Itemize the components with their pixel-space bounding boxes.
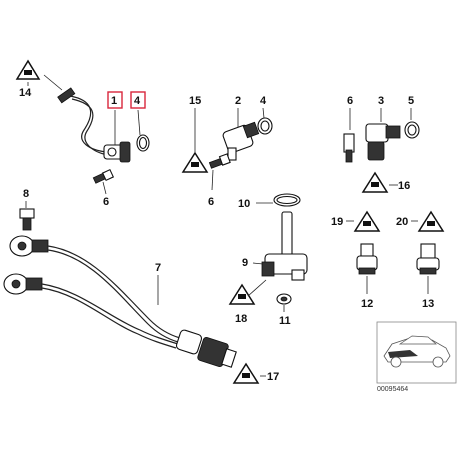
sensor-plug [57, 87, 109, 156]
oil-level-sensor-part-9[interactable] [261, 211, 308, 281]
screw-part-6[interactable] [208, 153, 231, 169]
wiring-harness-part-7[interactable] [41, 245, 237, 368]
label-7: 7 [155, 262, 161, 274]
triangle-icon [353, 210, 381, 232]
label-1: 1 [111, 95, 117, 107]
label-3: 3 [378, 95, 384, 107]
knock-sensor-upper[interactable] [9, 235, 49, 257]
highlight-box [107, 91, 123, 109]
label-13: 13 [422, 298, 434, 310]
seal-ring-part-5[interactable] [404, 121, 420, 139]
label-20: 20 [396, 216, 408, 228]
triangle-icon [232, 362, 260, 384]
label-4b: 4 [260, 95, 267, 107]
seal-ring-part-4[interactable] [257, 117, 273, 135]
label-18: 18 [235, 313, 247, 325]
seal-ring-part-4[interactable] [136, 134, 150, 152]
label-17: 17 [267, 371, 279, 383]
camshaft-sensor-part-3[interactable] [365, 123, 401, 161]
pressure-switch-part-12[interactable] [356, 243, 378, 275]
bolt-part-8[interactable] [19, 208, 35, 231]
triangle-icon [15, 59, 41, 80]
nut-part-11[interactable] [276, 293, 292, 305]
vehicle-thumbnail [376, 321, 457, 384]
label-16: 16 [398, 180, 410, 192]
label-9: 9 [242, 257, 248, 269]
label-11: 11 [279, 315, 291, 327]
o-ring-part-10[interactable] [273, 193, 301, 207]
knock-sensor-lower[interactable] [3, 273, 43, 295]
label-19: 19 [331, 216, 343, 228]
label-14: 14 [19, 87, 32, 99]
triangle-icon [181, 151, 209, 173]
label-4a: 4 [134, 95, 141, 107]
label-15: 15 [189, 95, 201, 107]
label-6b: 6 [208, 196, 214, 208]
crankshaft-sensor-part-2[interactable] [222, 121, 260, 161]
highlight-box [130, 91, 146, 109]
part-number: 00095464 [377, 386, 408, 393]
label-6c: 6 [347, 95, 353, 107]
screw-part-6[interactable] [343, 133, 355, 163]
label-2: 2 [235, 95, 241, 107]
label-8: 8 [23, 188, 29, 200]
temperature-switch-part-13[interactable] [416, 243, 440, 275]
triangle-icon [361, 171, 389, 193]
label-5: 5 [408, 95, 414, 107]
label-12: 12 [361, 298, 373, 310]
camshaft-sensor-part-1[interactable] [103, 141, 131, 163]
triangle-icon [228, 283, 256, 305]
triangle-icon [417, 210, 445, 232]
label-10: 10 [238, 198, 250, 210]
label-6a: 6 [103, 196, 109, 208]
screw-part-6[interactable] [92, 168, 115, 184]
